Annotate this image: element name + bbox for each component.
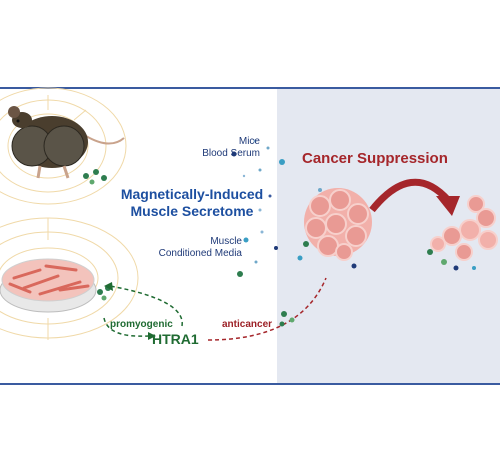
muscle-label-line2: Conditioned Media: [158, 248, 242, 259]
mice-label-line1: Mice: [238, 136, 260, 147]
htra1-label: HTRA1: [152, 331, 199, 347]
suppression-arrow: [369, 178, 460, 216]
secreted-particles-scatter: [231, 139, 285, 277]
muscle-conditioned-media-label: Muscle Conditioned Media: [150, 236, 242, 260]
mice-blood-serum-label: Mice Blood Serum: [170, 136, 260, 160]
tumor-cluster-large: [297, 188, 372, 269]
magnetic-secretome-title: Magnetically-Induced Muscle Secretome: [112, 186, 272, 220]
graphical-abstract-panel: [0, 87, 500, 385]
anticancer-label: anticancer: [222, 319, 273, 330]
tumor-cluster-suppressed: [427, 195, 498, 271]
promyogenic-arrowhead-left: [104, 282, 113, 291]
mouse-illustration: [8, 106, 125, 179]
mice-label-line2: Blood Serum: [202, 148, 260, 159]
muscle-label-line1: Muscle: [210, 236, 242, 247]
promyogenic-pathway: [103, 285, 183, 337]
promyogenic-arrowhead-right: [148, 332, 156, 340]
cancer-suppression-title: Cancer Suppression: [302, 150, 448, 167]
title-line1: Magnetically-Induced: [120, 186, 264, 202]
promyogenic-label: promyogenic: [110, 319, 173, 330]
petri-dish-muscle-cells: [0, 258, 97, 313]
htra1-particles: [279, 311, 295, 327]
title-line2: Muscle Secretome: [130, 203, 254, 219]
